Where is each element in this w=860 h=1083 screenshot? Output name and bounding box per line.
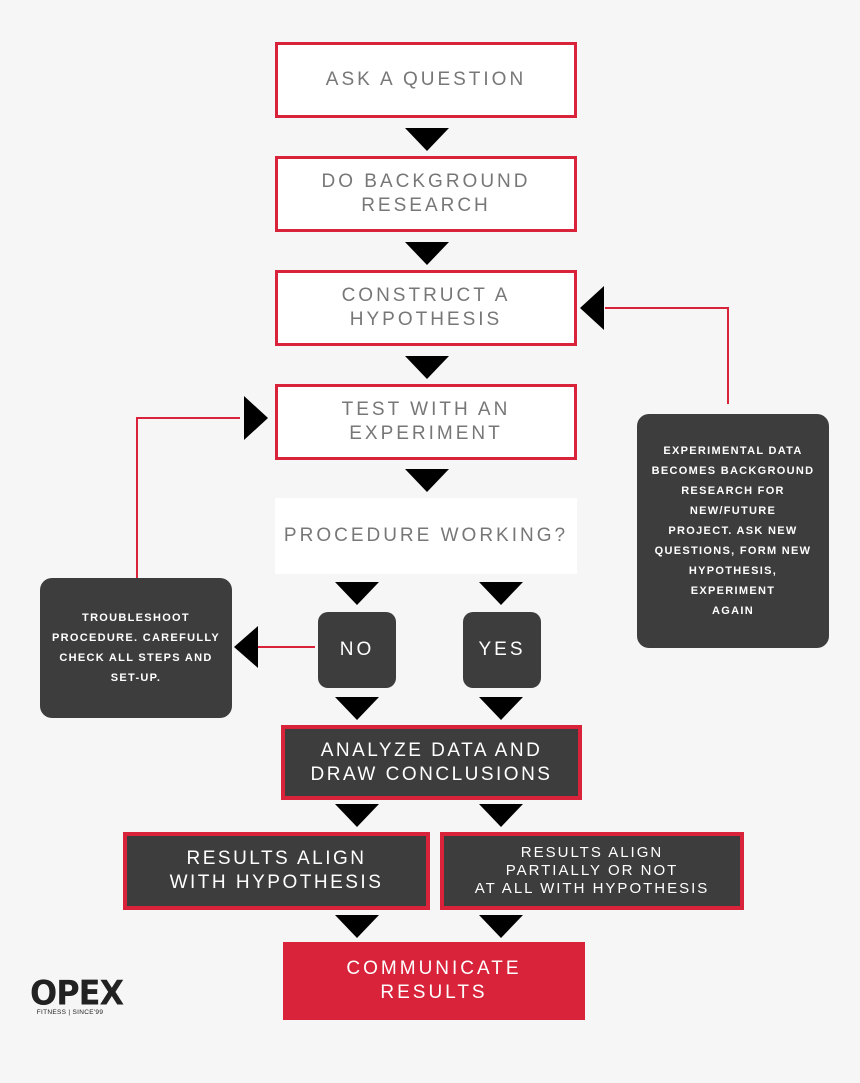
arrow-down-yes-analyze [479,697,523,720]
arrow-down-analyze-align [335,804,379,827]
outcome-results-align-line1: Results Align [186,848,367,869]
arrow-down-analyze-partial [479,804,523,827]
step-construct-hypothesis: Construct a Hypothesis [275,270,577,346]
decision-yes: Yes [463,612,541,688]
note-troubleshoot-line2: Procedure. Carefully [52,632,220,644]
arrow-down-no-analyze [335,697,379,720]
arrow-down-research-hypothesis [405,242,449,265]
arrow-down-partial-communicate [479,915,523,938]
outcome-results-partial-line1: Results Align [520,844,664,861]
outcome-results-partial: Results Align Partially or Not at All wi… [440,832,744,910]
outcome-results-align-line2: with Hypothesis [169,872,384,893]
step-communicate-results: Communicate Results [283,942,585,1020]
arrow-down-procedure-no [335,582,379,605]
step-communicate-results-line2: Results [380,982,488,1003]
arrow-down-test-procedure [405,469,449,492]
step-test-experiment-line1: Test with an [341,399,511,420]
arrow-down-ask-research [405,128,449,151]
note-experimental-line5: Project. Ask New [668,525,798,537]
connector-experimental-to-hypothesis [605,307,729,404]
arrow-left-into-hypothesis [580,286,604,330]
step-background-research-line1: Do Background [321,171,531,192]
step-background-research: Do Background Research [275,156,577,232]
note-experimental-line2: Becomes Background [651,465,815,477]
note-troubleshoot-line1: Troubleshoot [82,612,190,624]
note-experimental-line7: Hypothesis, [688,565,778,577]
note-troubleshoot-line4: Set-Up. [110,672,162,684]
arrow-left-into-troubleshoot [234,626,258,668]
step-analyze-data-line1: Analyze Data and [320,739,543,761]
opex-logo-tagline: FITNESS | SINCE'99 [36,1009,104,1016]
note-experimental-line9: Again [712,605,754,617]
step-analyze-data-line2: Draw Conclusions [310,763,553,785]
arrow-right-into-test [244,396,268,440]
step-ask-question-text: Ask a Question [325,69,527,90]
step-communicate-results-line1: Communicate [346,958,522,979]
note-experimental-data: Experimental Data Becomes Background Res… [637,414,829,648]
arrow-down-procedure-yes [479,582,523,605]
opex-logo: OPEX FITNESS | SINCE'99 [30,973,124,1017]
outcome-results-align: Results Align with Hypothesis [123,832,430,910]
note-experimental-line6: Questions, Form New [654,545,812,557]
note-experimental-line1: Experimental Data [663,445,803,457]
step-test-experiment: Test with an Experiment [275,384,577,460]
step-procedure-working-text: Procedure Working? [283,525,569,546]
note-experimental-line8: Experiment [690,585,776,597]
step-analyze-data: Analyze Data and Draw Conclusions [281,725,582,800]
step-test-experiment-line2: Experiment [349,423,503,444]
note-experimental-line4: New/Future [689,505,777,517]
note-experimental-line3: Research for [681,485,785,497]
note-troubleshoot-line3: Check All Steps and [59,652,213,664]
arrow-down-align-communicate [335,915,379,938]
outcome-results-partial-line3: at All with Hypothesis [474,880,710,897]
decision-no-text: No [339,639,375,660]
step-ask-question: Ask a Question [275,42,577,118]
opex-logo-wordmark: OPEX [30,973,124,1013]
outcome-results-partial-line2: Partially or Not [505,862,679,879]
connector-troubleshoot-to-test [136,417,240,578]
note-troubleshoot: Troubleshoot Procedure. Carefully Check … [40,578,232,718]
arrow-down-hypothesis-test [405,356,449,379]
decision-no: No [318,612,396,688]
decision-yes-text: Yes [478,639,526,660]
step-background-research-line2: Research [361,195,491,216]
step-procedure-working: Procedure Working? [275,498,577,574]
step-construct-hypothesis-line1: Construct a [341,285,511,306]
step-construct-hypothesis-line2: Hypothesis [349,309,503,330]
